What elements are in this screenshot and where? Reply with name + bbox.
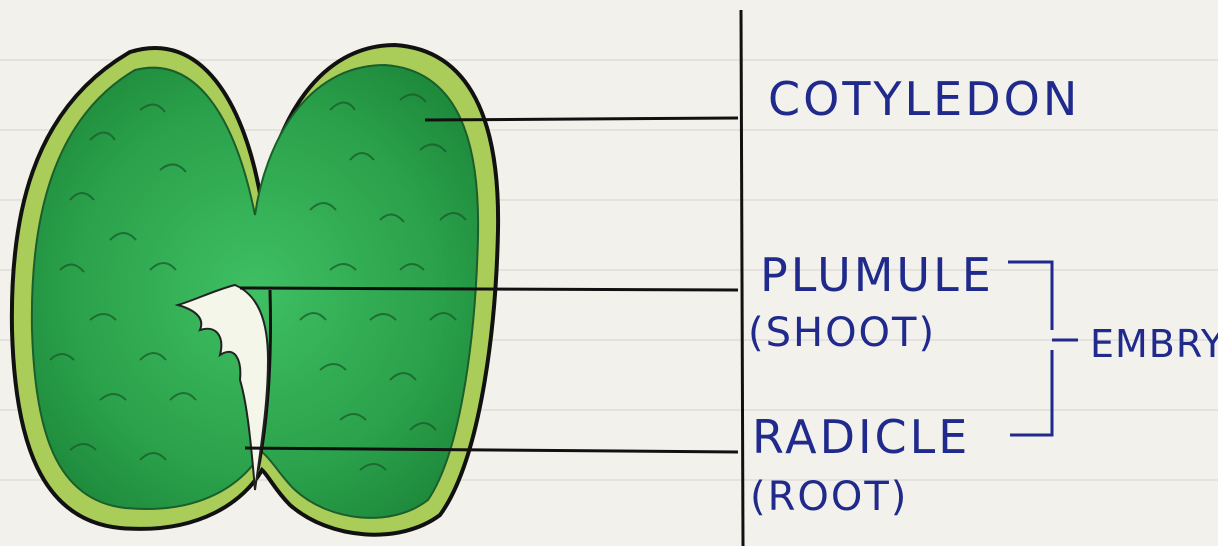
label-plumule: PLUMULE [760, 248, 994, 302]
cotyledon-pointer [425, 118, 738, 120]
label-shoot: (SHOOT) [748, 310, 936, 356]
label-radicle: RADICLE [752, 410, 970, 464]
label-root: (ROOT) [750, 474, 908, 520]
label-cotyledon: COTYLEDON [768, 72, 1080, 126]
divider-line [741, 10, 743, 546]
plumule-pointer [240, 288, 738, 290]
label-embryo: EMBRYO [1090, 322, 1218, 366]
